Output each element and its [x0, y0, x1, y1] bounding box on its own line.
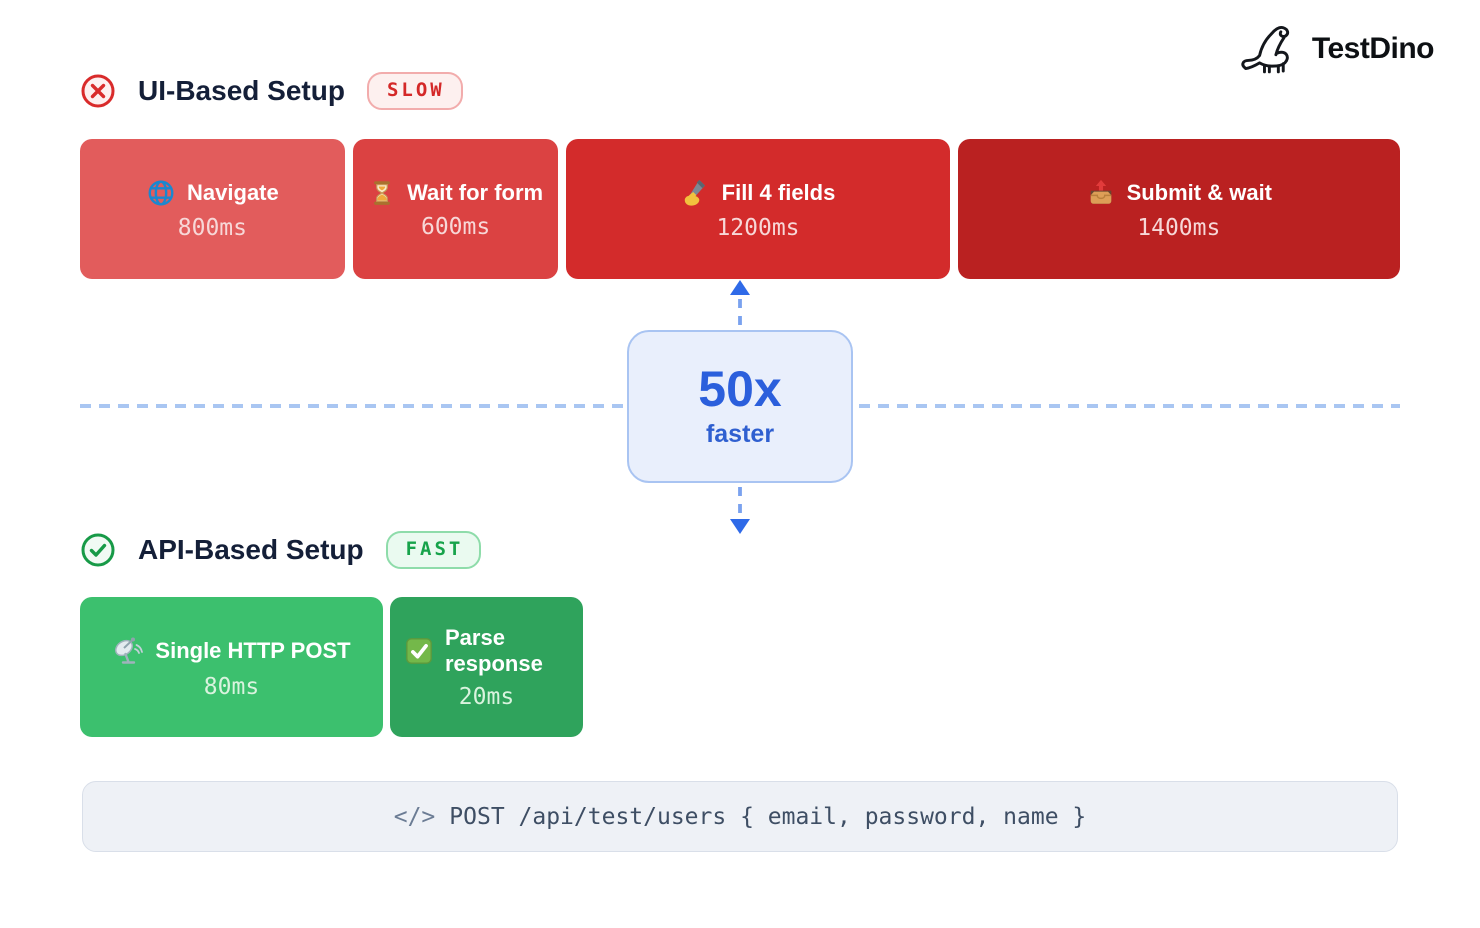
- block-label: Submit & wait: [1126, 179, 1273, 205]
- x-circle-icon: [80, 73, 116, 109]
- slow-badge: SLOW: [366, 72, 463, 110]
- logo-text: TestDino: [1311, 32, 1435, 65]
- outbox-tray-icon: [1086, 178, 1116, 208]
- block-duration: 800ms: [177, 214, 248, 241]
- ui-block-submit-wait: Submit & wait 1400ms: [957, 139, 1400, 279]
- speed-comparison-badge: 50x faster: [627, 330, 853, 483]
- block-duration: 600ms: [420, 213, 491, 240]
- api-block-parse-response: Parse response 20ms: [390, 597, 583, 737]
- api-section-title: API-Based Setup: [138, 533, 364, 565]
- ui-blocks-row: Navigate 800ms Wait for form 600ms: [80, 139, 1400, 279]
- api-request-code-bar: </> POST /api/test/users { email, passwo…: [82, 781, 1398, 852]
- vertical-arrows: [730, 280, 750, 534]
- block-label: Wait for form: [407, 179, 544, 205]
- block-label: Single HTTP POST: [155, 637, 351, 663]
- satellite-antenna-icon: [112, 635, 144, 667]
- check-button-icon: [404, 636, 434, 666]
- api-section-header: API-Based Setup FAST: [80, 531, 482, 569]
- code-text: POST /api/test/users { email, password, …: [449, 803, 1087, 830]
- dinosaur-logo-icon: [1240, 22, 1302, 76]
- testdino-logo: TestDino: [1240, 22, 1435, 76]
- code-icon: </>: [393, 803, 436, 830]
- api-block-http-post: Single HTTP POST 80ms: [80, 597, 383, 737]
- ui-block-navigate: Navigate 800ms: [80, 139, 345, 279]
- globe-icon: [146, 178, 176, 208]
- ui-section-title: UI-Based Setup: [138, 74, 345, 106]
- ui-section-header: UI-Based Setup SLOW: [80, 72, 463, 110]
- block-label: Navigate: [187, 179, 279, 205]
- block-label: Parse response: [445, 624, 543, 676]
- fast-badge: FAST: [385, 531, 482, 569]
- writing-hand-icon: [681, 178, 711, 208]
- speed-multiplier: 50x: [698, 361, 782, 417]
- block-duration: 1400ms: [1137, 214, 1221, 241]
- hourglass-icon: [368, 179, 396, 207]
- block-label: Fill 4 fields: [721, 179, 836, 205]
- block-duration: 1200ms: [716, 214, 800, 241]
- block-duration: 20ms: [458, 683, 515, 710]
- speed-label: faster: [705, 420, 775, 448]
- ui-block-wait-for-form: Wait for form 600ms: [352, 139, 559, 279]
- api-blocks-row: Single HTTP POST 80ms Parse response 20m…: [80, 597, 583, 737]
- ui-block-fill-fields: Fill 4 fields 1200ms: [566, 139, 950, 279]
- block-duration: 80ms: [203, 673, 260, 700]
- check-circle-icon: [80, 532, 116, 568]
